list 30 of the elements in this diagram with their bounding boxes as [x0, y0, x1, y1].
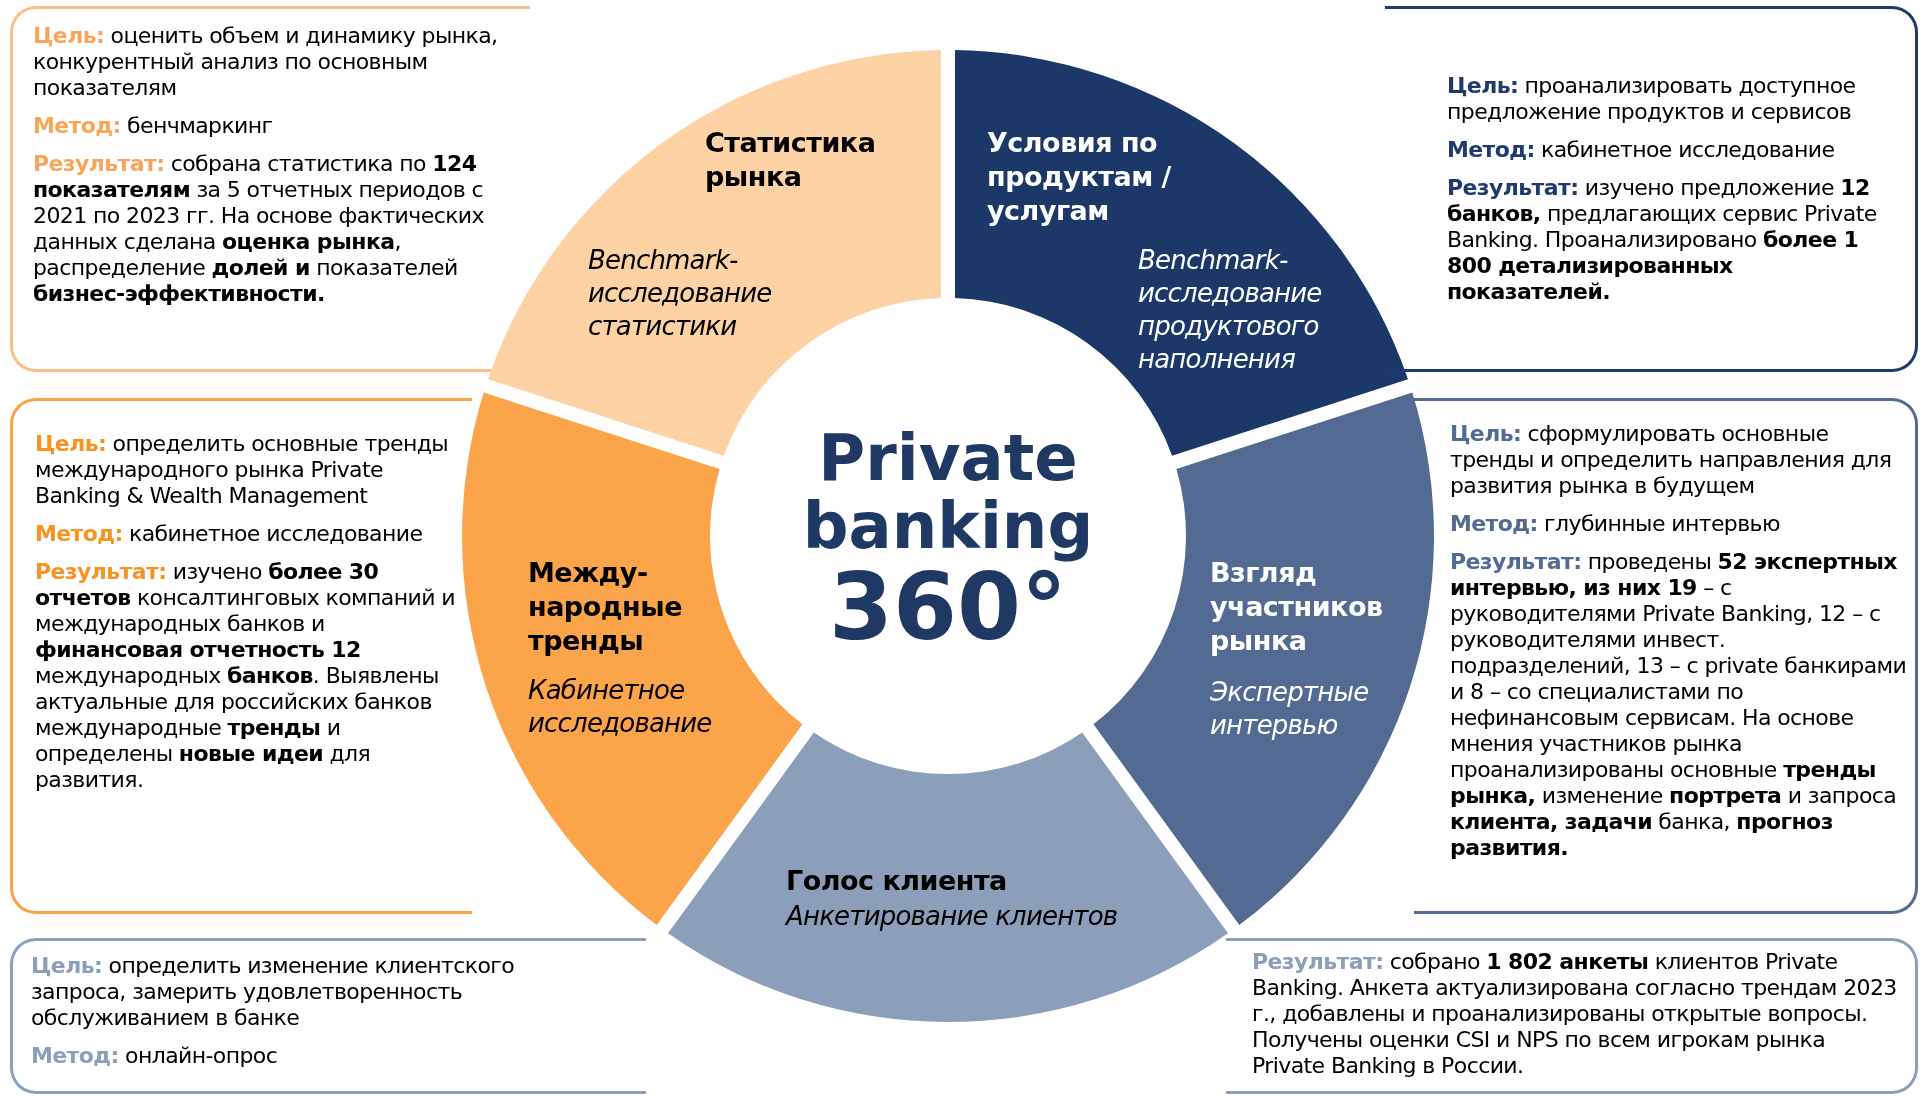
segment-title: Между-народные тренды [528, 556, 683, 658]
panel-paragraph: Результат: изучено предложение 12 банков, предлагающих сервис Private Banking. Проанализировано более 1 800 детализированных показателей. [1447, 175, 1878, 305]
panel-paragraph: Метод: глубинные интервью [1450, 511, 1781, 537]
method-label: Экспертные интервью [1210, 676, 1370, 742]
panel-paragraph: Результат: собрана статистика по 124 показателям за 5 отчетных периодов с 2021 по 2023 гг. На основе фактических данных сделана оценка рынка, распределение долей и показателей бизнес-эффективности. [33, 151, 485, 307]
panel-paragraph: Цель: оценить объем и динамику рынка, конкурентный анализ по основным показателям [33, 23, 499, 101]
info-panel [1226, 938, 1918, 1094]
panel-paragraph: Метод: кабинетное исследование [35, 521, 424, 547]
panel-paragraph: Метод: онлайн-опрос [31, 1043, 279, 1069]
segment-title: Статистика рынка [705, 126, 877, 194]
panel-paragraph: Метод: бенчмаркинг [33, 113, 274, 139]
panel-paragraph: Метод: кабинетное исследование [1447, 137, 1836, 163]
panel-paragraph: Цель: определить изменение клиентского запроса, замерить удовлетворенность обслуживанием в банке [31, 953, 516, 1031]
method-label: Кабинетное исследование [528, 674, 713, 740]
method-label: Анкетирование клиентов [786, 900, 1119, 933]
panel-paragraph: Результат: проведены 52 экспертных интервью, из них 19 – с руководителями Private Banking, 12 – с руководителями инвест. подразделений, 13 – с private банкирами и 8 – со специалистами по нефинансовым сервисам. На основе мнения участников рынка проанализированы основные тренды рынка, изменение портрета и запроса клиента, задачи банка, прогноз развития. [1450, 549, 1908, 861]
method-label: Benchmark-исследование продуктового наполнения [1138, 244, 1323, 376]
panel-paragraph: Результат: собрано 1 802 анкеты клиентов Private Banking. Анкета актуализирована согласно трендам 2023 г., добавлены и проанализированы открытые вопросы. Получены оценки CSI и NPS по всем игрокам рынка Private Banking в России. [1252, 949, 1898, 1079]
info-panel [1385, 6, 1918, 372]
panel-paragraph: Цель: сформулировать основные тренды и определить направления для развития рынка в будущем [1450, 421, 1893, 499]
segment-title: Условия по продуктам / услугам [987, 126, 1173, 228]
segment-title: Взгляд участников рынка [1210, 556, 1384, 658]
panel-paragraph: Цель: определить основные тренды международного рынка Private Banking & Wealth Management [35, 431, 450, 509]
method-label: Benchmark-исследование статистики [588, 244, 773, 343]
panel-paragraph: Результат: изучено более 30 отчетов консалтинговых компаний и международных банков и финансовая отчетность 12 международных банков. Выявлены актуальные для российских банков международные тренды и определены новые идеи для развития. [35, 559, 456, 793]
center-title: Private banking [801, 424, 1095, 560]
info-panel [10, 938, 646, 1094]
segment-title: Голос клиента [786, 864, 1008, 898]
info-panel [1414, 398, 1918, 914]
panel-paragraph: Цель: проанализировать доступное предложение продуктов и сервисов [1447, 73, 1857, 125]
